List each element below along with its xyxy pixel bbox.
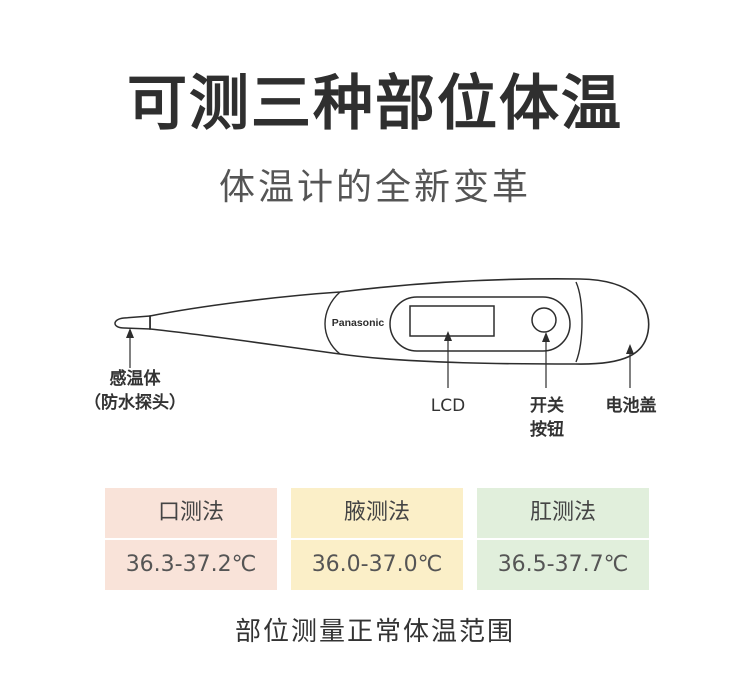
switch-button	[531, 307, 557, 333]
brand-logo: Panasonic	[332, 317, 385, 329]
range-value: 36.5-37.7℃	[477, 540, 649, 590]
range-value: 36.0-37.0℃	[291, 540, 463, 590]
probe-tip	[114, 315, 151, 330]
ranges-caption: 部位测量正常体温范围	[234, 617, 515, 647]
page-title: 可测三种部位体温	[127, 69, 623, 139]
tip-label: 感温体 （防水探头）	[84, 369, 186, 413]
range-method: 肛测法	[477, 488, 649, 538]
range-method: 腋测法	[291, 488, 463, 538]
thermometer-diagram: Panasonic 感温体 （防水探头） LCD 开关 按钮 电池盖	[0, 270, 750, 450]
display-bezel	[389, 296, 571, 352]
battery-label: 电池盖	[605, 396, 657, 416]
switch-label: 开关 按钮	[530, 396, 564, 440]
range-value: 36.3-37.2℃	[105, 540, 277, 590]
thermometer-illustration: Panasonic	[114, 278, 650, 388]
range-method: 口测法	[105, 488, 277, 538]
lcd-label: LCD	[430, 396, 466, 416]
range-card-axillary: 腋测法 36.0-37.0℃	[291, 488, 463, 590]
range-card-rectal: 肛测法 36.5-37.7℃	[477, 488, 649, 590]
lcd-window	[409, 305, 495, 337]
thermometer-body	[149, 278, 650, 365]
page-subtitle: 体温计的全新变革	[218, 167, 531, 208]
battery-cover-line	[575, 281, 583, 363]
range-card-oral: 口测法 36.3-37.2℃	[105, 488, 277, 590]
body-section-line	[324, 291, 341, 355]
